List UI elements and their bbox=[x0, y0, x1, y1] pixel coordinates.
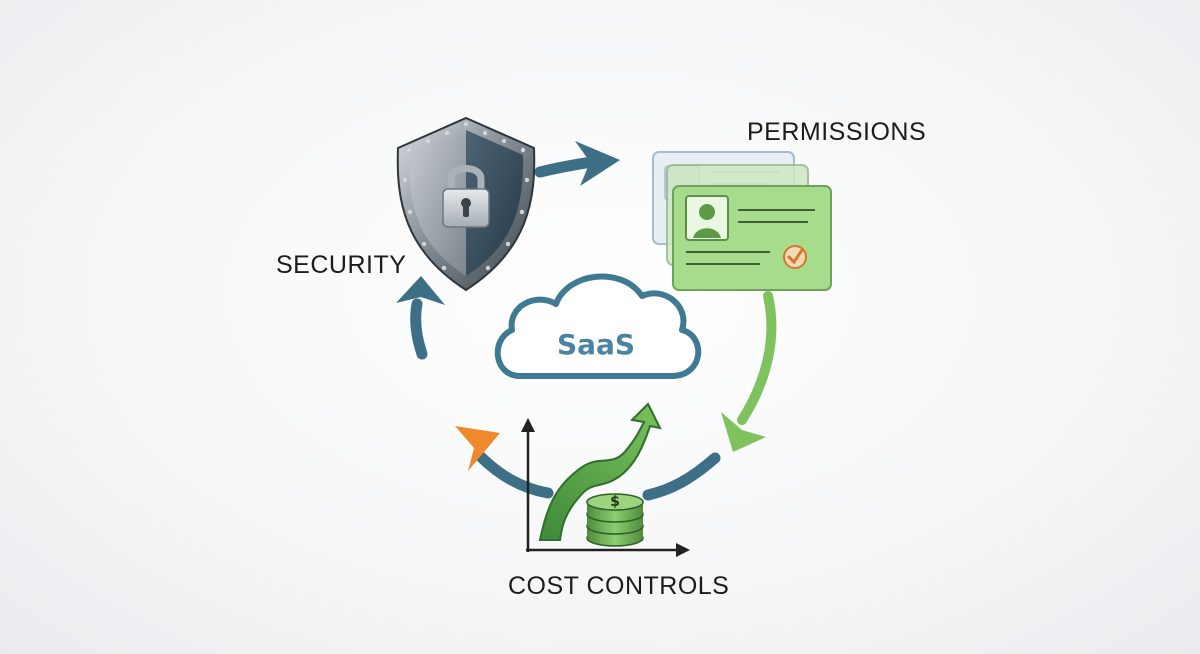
currency-symbol: $ bbox=[610, 494, 620, 510]
cloud-icon bbox=[494, 273, 702, 379]
permissions-label: PERMISSIONS bbox=[747, 118, 927, 146]
cost-controls-label: COST CONTROLS bbox=[508, 572, 730, 600]
center-label: SaaS bbox=[557, 328, 635, 361]
coin-stack bbox=[586, 493, 644, 547]
security-label: SECURITY bbox=[276, 251, 407, 279]
growth-chart-coins-icon bbox=[521, 402, 690, 557]
arrow-security-to-permissions bbox=[534, 141, 620, 186]
arrow-cost-to-security-up bbox=[396, 276, 445, 360]
arrow-permissions-to-cost bbox=[721, 291, 777, 452]
shield-lock-icon bbox=[396, 116, 536, 292]
id-cards-icon bbox=[652, 151, 832, 291]
arrow-cost-to-security bbox=[455, 426, 721, 501]
